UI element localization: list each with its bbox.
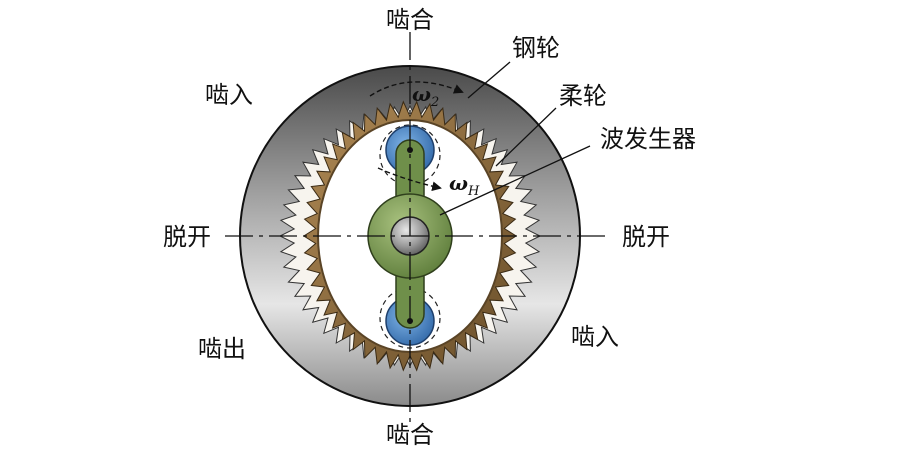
rotation-arrow-icon xyxy=(369,81,464,97)
right-disengage-label: 脱开 xyxy=(622,223,670,251)
flexspline-leader xyxy=(495,107,557,167)
rotation-arrow-icon xyxy=(377,167,442,192)
circular-spline-leader xyxy=(467,61,511,99)
flexspline-label: 柔轮 xyxy=(559,82,607,110)
omega-h-label: ωH xyxy=(449,171,480,199)
top-mesh-label: 啮合 xyxy=(386,6,434,34)
bottom-mesh-label: 啮合 xyxy=(386,421,434,449)
wave-generator-label: 波发生器 xyxy=(600,125,696,153)
lower-right-engage-label: 啮入 xyxy=(571,323,619,351)
circular-spline-label: 钢轮 xyxy=(512,34,560,62)
omega-2-label: ω2 xyxy=(412,82,439,110)
upper-pin xyxy=(407,147,413,153)
lower-left-exit-label: 啮出 xyxy=(198,335,246,363)
left-disengage-label: 脱开 xyxy=(163,223,211,251)
upper-left-engage-label: 啮入 xyxy=(205,81,253,109)
wave-generator-leader xyxy=(439,145,591,216)
